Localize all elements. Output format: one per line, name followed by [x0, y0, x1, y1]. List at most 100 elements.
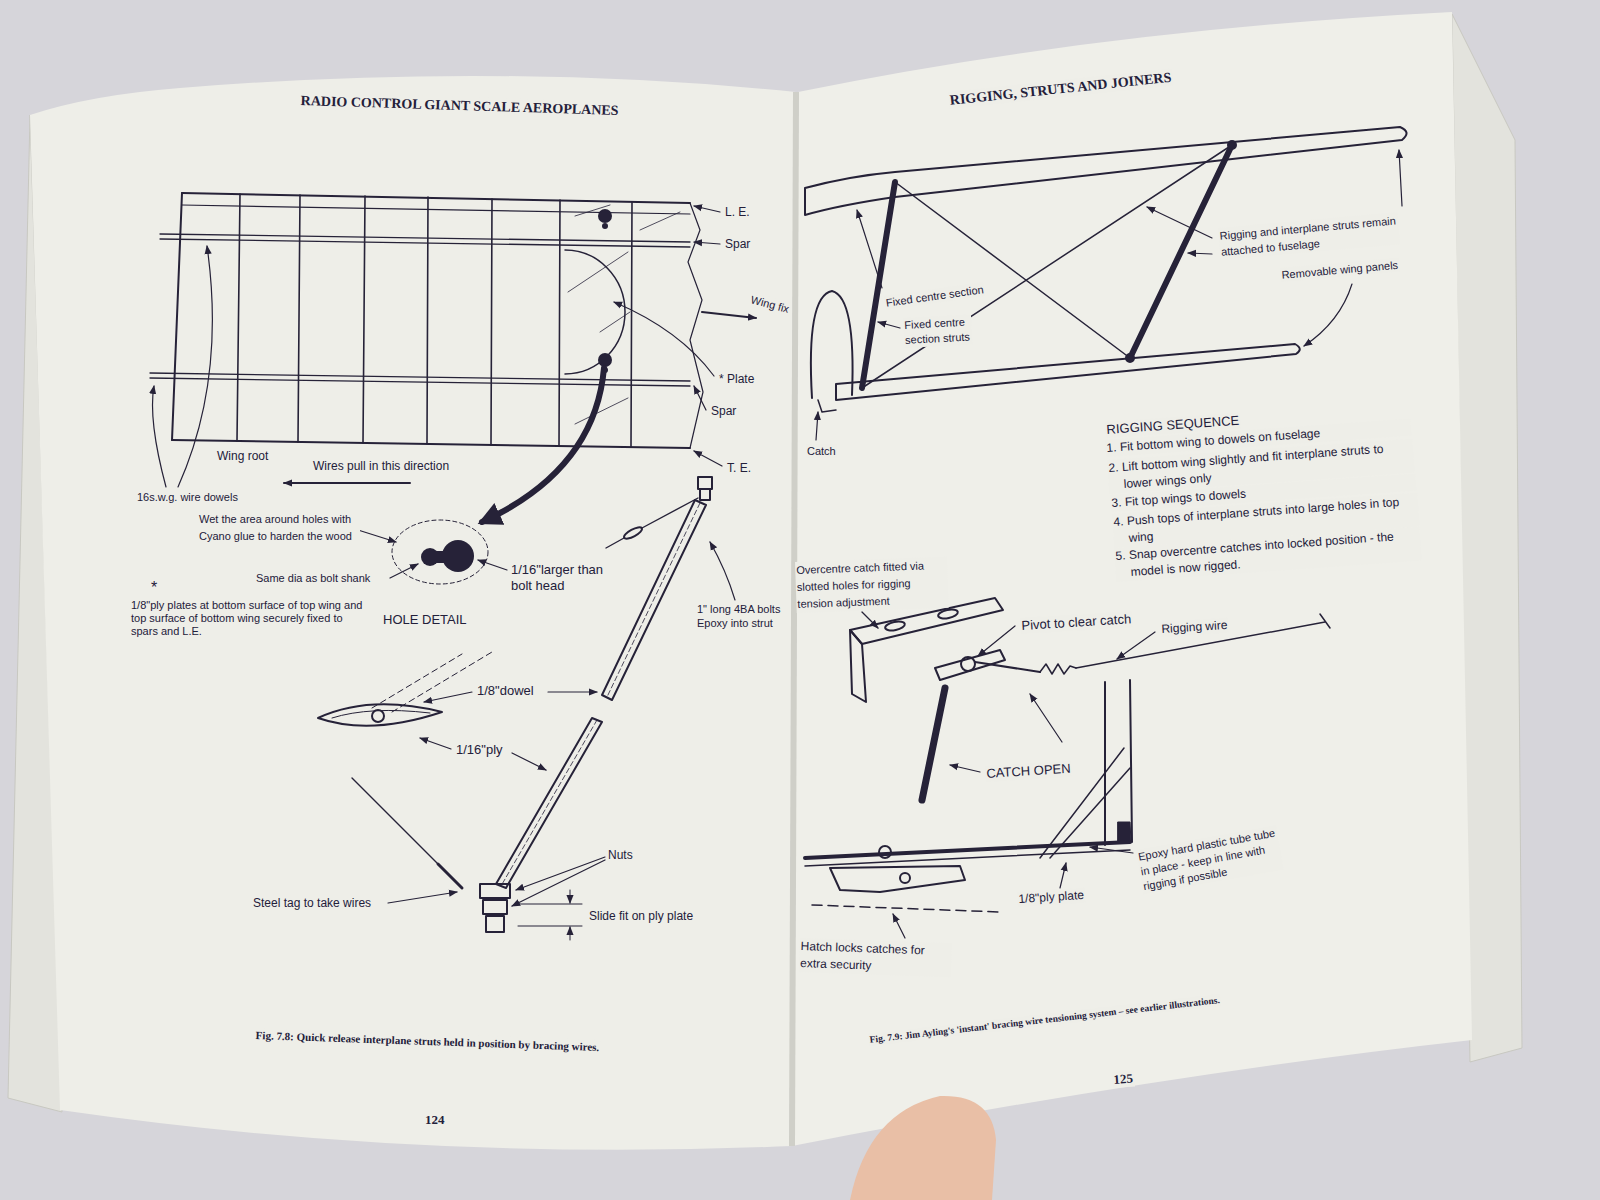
ply-plate: [805, 842, 1130, 858]
airfoil: [318, 704, 442, 725]
thumb: [850, 1096, 996, 1200]
projection-line: [372, 652, 492, 712]
strut-detail: [318, 477, 735, 940]
pivot: [961, 657, 975, 671]
leader-arrow: [1188, 253, 1212, 254]
leader-arrow: [614, 302, 714, 376]
bolt-hole: [598, 209, 612, 223]
glue-area: [392, 520, 488, 584]
ply-plate: [805, 850, 1130, 866]
fuselage-block: [1118, 822, 1131, 843]
nut: [480, 884, 510, 898]
part-label: L. E.: [724, 205, 751, 220]
bracket: [850, 630, 866, 702]
leader-arrow: [978, 626, 1015, 656]
leader-arrow: [1090, 847, 1133, 853]
figure-caption: Fig. 7.9: Jim Ayling's 'instant' bracing…: [868, 994, 1221, 1046]
note: Epoxy hard plastic tube tube in place - …: [1136, 825, 1284, 894]
figure-caption: Fig. 7.8: Quick release interplane strut…: [255, 1028, 601, 1054]
turnbuckle: [623, 525, 644, 541]
bolt-end: [486, 916, 504, 932]
detail-title: HOLE DETAIL: [382, 612, 468, 628]
leader-arrow: [694, 386, 706, 410]
strut: [602, 500, 706, 700]
dimension-note: Slide fit on ply plate: [588, 909, 694, 924]
part-label: Fixed centre section struts: [903, 314, 972, 348]
leader-arrow: [388, 892, 457, 903]
right-page: [792, 12, 1472, 1146]
leader-arrow: [857, 210, 882, 288]
part-label: Removable wing panels: [1280, 258, 1400, 282]
catch: [818, 400, 836, 412]
left-page: [30, 76, 796, 1150]
bottom-wing: [836, 344, 1300, 400]
fitting: [1126, 354, 1134, 362]
rigging-wire: [862, 145, 1232, 388]
part-label: Spar: [724, 237, 751, 252]
trailing-edge: [172, 440, 690, 448]
part-label: 1/8"dowel: [476, 683, 535, 699]
slotted-hole: [884, 620, 905, 632]
bolt: [700, 489, 710, 500]
part-label: Wing fix: [748, 292, 791, 316]
fuselage-side: [1105, 680, 1132, 845]
leader-arrow: [153, 386, 167, 487]
leader-arrow: [702, 312, 756, 318]
turnbuckle: [1040, 664, 1076, 674]
dowel-section: [372, 710, 384, 722]
note: Hatch locks catches for extra security: [799, 938, 952, 977]
leader-arrow: [512, 753, 546, 770]
rib: [237, 194, 632, 447]
gutter: [792, 92, 796, 1146]
bolt-head: [698, 477, 712, 489]
dimension-note: 1/16"larger than bolt head: [510, 562, 617, 594]
bolt-hole: [602, 223, 608, 229]
wing-root: [172, 193, 182, 440]
leader-arrow: [1117, 632, 1155, 659]
leader-arrow: [1060, 863, 1066, 888]
interplane-strut: [1130, 145, 1232, 358]
part-label: 1/16"ply: [455, 742, 504, 758]
link: [975, 662, 1040, 672]
wing-plan: [150, 193, 756, 522]
plate-outline: [565, 250, 625, 374]
note: Rigging and interplane struts remain att…: [1218, 212, 1400, 260]
strut-core: [501, 720, 597, 886]
leader-arrow: [893, 914, 905, 938]
detail-arrow: [482, 368, 604, 522]
sheeting-hatch: [568, 205, 680, 424]
fixing: [900, 873, 910, 883]
hatch-line: [812, 905, 1000, 912]
part-label: Pivot to clear catch: [1020, 611, 1133, 634]
leader-arrow: [694, 242, 720, 244]
catch-detail: [805, 598, 1330, 938]
leading-edge: [182, 193, 690, 203]
leader-arrow: [816, 412, 818, 440]
leader-arrow: [390, 564, 418, 578]
leader-arrow: [358, 530, 396, 542]
note: Wet the area around holes with Cyano glu…: [198, 511, 360, 545]
fitting: [1228, 141, 1236, 149]
fixing: [879, 846, 891, 858]
note: Overcentre catch fitted via slotted hole…: [795, 557, 949, 613]
leader-arrow: [478, 560, 507, 570]
bolt-hole: [598, 353, 612, 367]
slotted-hole: [937, 608, 958, 620]
fuselage-section: [811, 291, 853, 398]
dimension-arrow: [570, 927, 571, 940]
page-number: 124: [424, 1112, 446, 1128]
wire: [606, 498, 698, 548]
note: Wires pull in this direction: [312, 459, 450, 474]
part-label: 1/8"ply plate: [1017, 888, 1085, 907]
steel-tag: [438, 864, 462, 888]
dimension-note: Same dia as bolt shank: [255, 571, 371, 585]
part-label: 16s.w.g. wire dowels: [136, 490, 239, 504]
hole-detail: [358, 520, 507, 584]
spar: [150, 373, 690, 386]
part-label: Fixed centre section: [884, 282, 985, 310]
part-label: 1" long 4BA bolts Epoxy into strut: [696, 602, 790, 630]
leader-arrow: [178, 246, 212, 487]
part-label: Steel tag to take wires: [252, 896, 372, 911]
keyhole: [430, 551, 458, 563]
